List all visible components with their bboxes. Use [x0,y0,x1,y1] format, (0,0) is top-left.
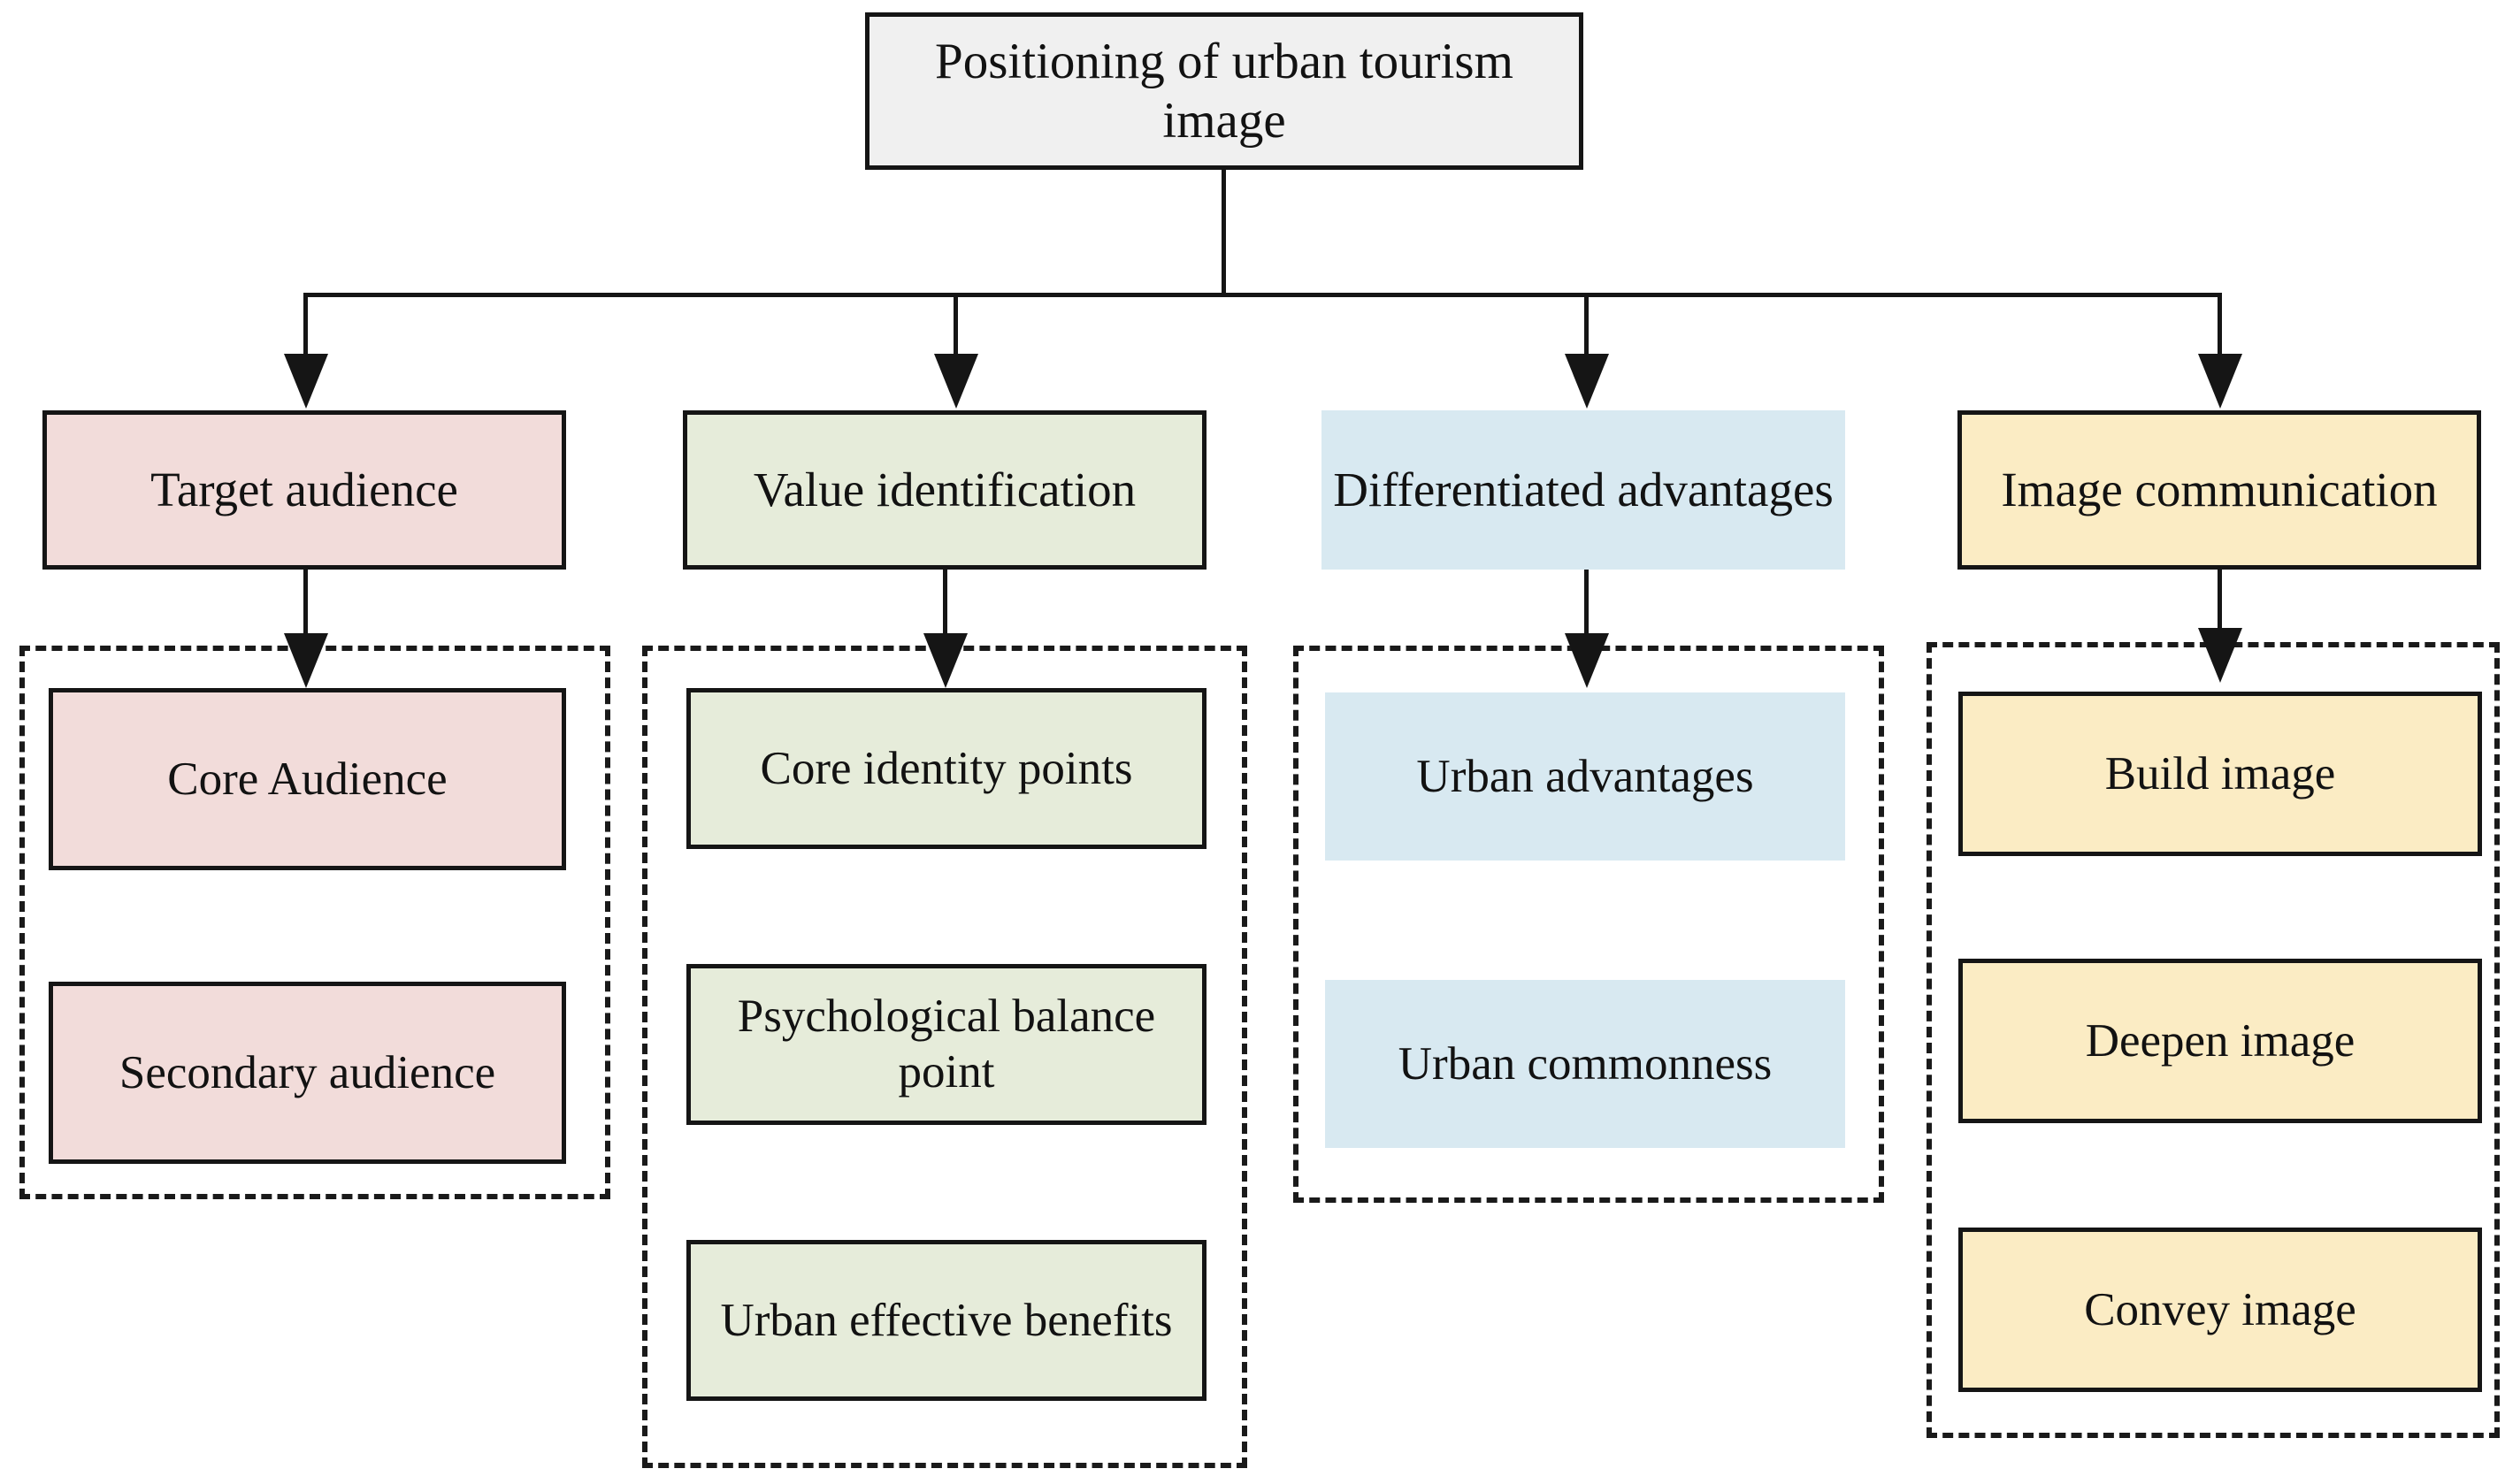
leaf-node-urban-commonness: Urban commonness [1325,980,1845,1148]
leaf-node-label: Urban commonness [1398,1037,1773,1090]
branch-arrow-2 [934,354,978,409]
leaf-node-label: Core identity points [760,742,1133,794]
root-node-label: Positioning of urban tourism image [935,33,1513,149]
leaf-node-label: Urban effective benefits [720,1294,1173,1346]
leaf-node-psychological-balance-point: Psychological balance point [686,964,1207,1125]
branch-to-group-arrow-2 [923,633,968,688]
branch-to-group-line-2 [943,570,947,639]
branch-bus-line [303,293,2222,297]
branch-header-image-communication: Image communication [1957,410,2481,570]
leaf-node-label: Urban advantages [1416,750,1754,802]
branch-to-group-arrow-3 [1565,633,1609,688]
leaf-node-label: Psychological balance point [737,991,1156,1098]
leaf-node-urban-advantages: Urban advantages [1325,692,1845,861]
branch-header-label: Differentiated advantages [1333,462,1834,516]
leaf-node-label: Deepen image [2085,1014,2356,1067]
branch-header-label: Image communication [2001,462,2438,516]
branch-arrow-1 [284,354,328,409]
branch-header-differentiated-advantages: Differentiated advantages [1321,410,1845,570]
leaf-node-convey-image: Convey image [1958,1228,2482,1392]
branch-drop-line-4 [2218,293,2222,356]
leaf-node-urban-effective-benefits: Urban effective benefits [686,1240,1207,1401]
branch-to-group-line-3 [1584,570,1589,639]
branch-arrow-4 [2198,354,2242,409]
branch-to-group-line-1 [303,570,308,639]
root-node-positioning-of-urban-tourism-image: Positioning of urban tourism image [865,12,1583,170]
leaf-node-label: Convey image [2084,1283,2356,1335]
leaf-node-secondary-audience: Secondary audience [49,982,566,1164]
leaf-node-label: Build image [2104,747,2336,799]
branch-header-value-identification: Value identification [683,410,1207,570]
leaf-node-label: Secondary audience [119,1046,496,1098]
branch-drop-line-3 [1584,293,1589,356]
leaf-node-build-image: Build image [1958,692,2482,856]
branch-header-label: Value identification [753,462,1137,516]
root-stem-line [1222,170,1226,295]
branch-drop-line-1 [303,293,308,356]
branch-to-group-arrow-4 [2198,628,2242,683]
leaf-node-core-identity-points: Core identity points [686,688,1207,849]
branch-to-group-arrow-1 [284,633,328,688]
branch-header-label: Target audience [150,462,458,516]
leaf-node-deepen-image: Deepen image [1958,959,2482,1123]
branch-drop-line-2 [954,293,958,356]
leaf-node-core-audience: Core Audience [49,688,566,870]
branch-header-target-audience: Target audience [42,410,566,570]
branch-arrow-3 [1565,354,1609,409]
leaf-node-label: Core Audience [167,753,448,805]
branch-to-group-line-4 [2218,570,2222,633]
